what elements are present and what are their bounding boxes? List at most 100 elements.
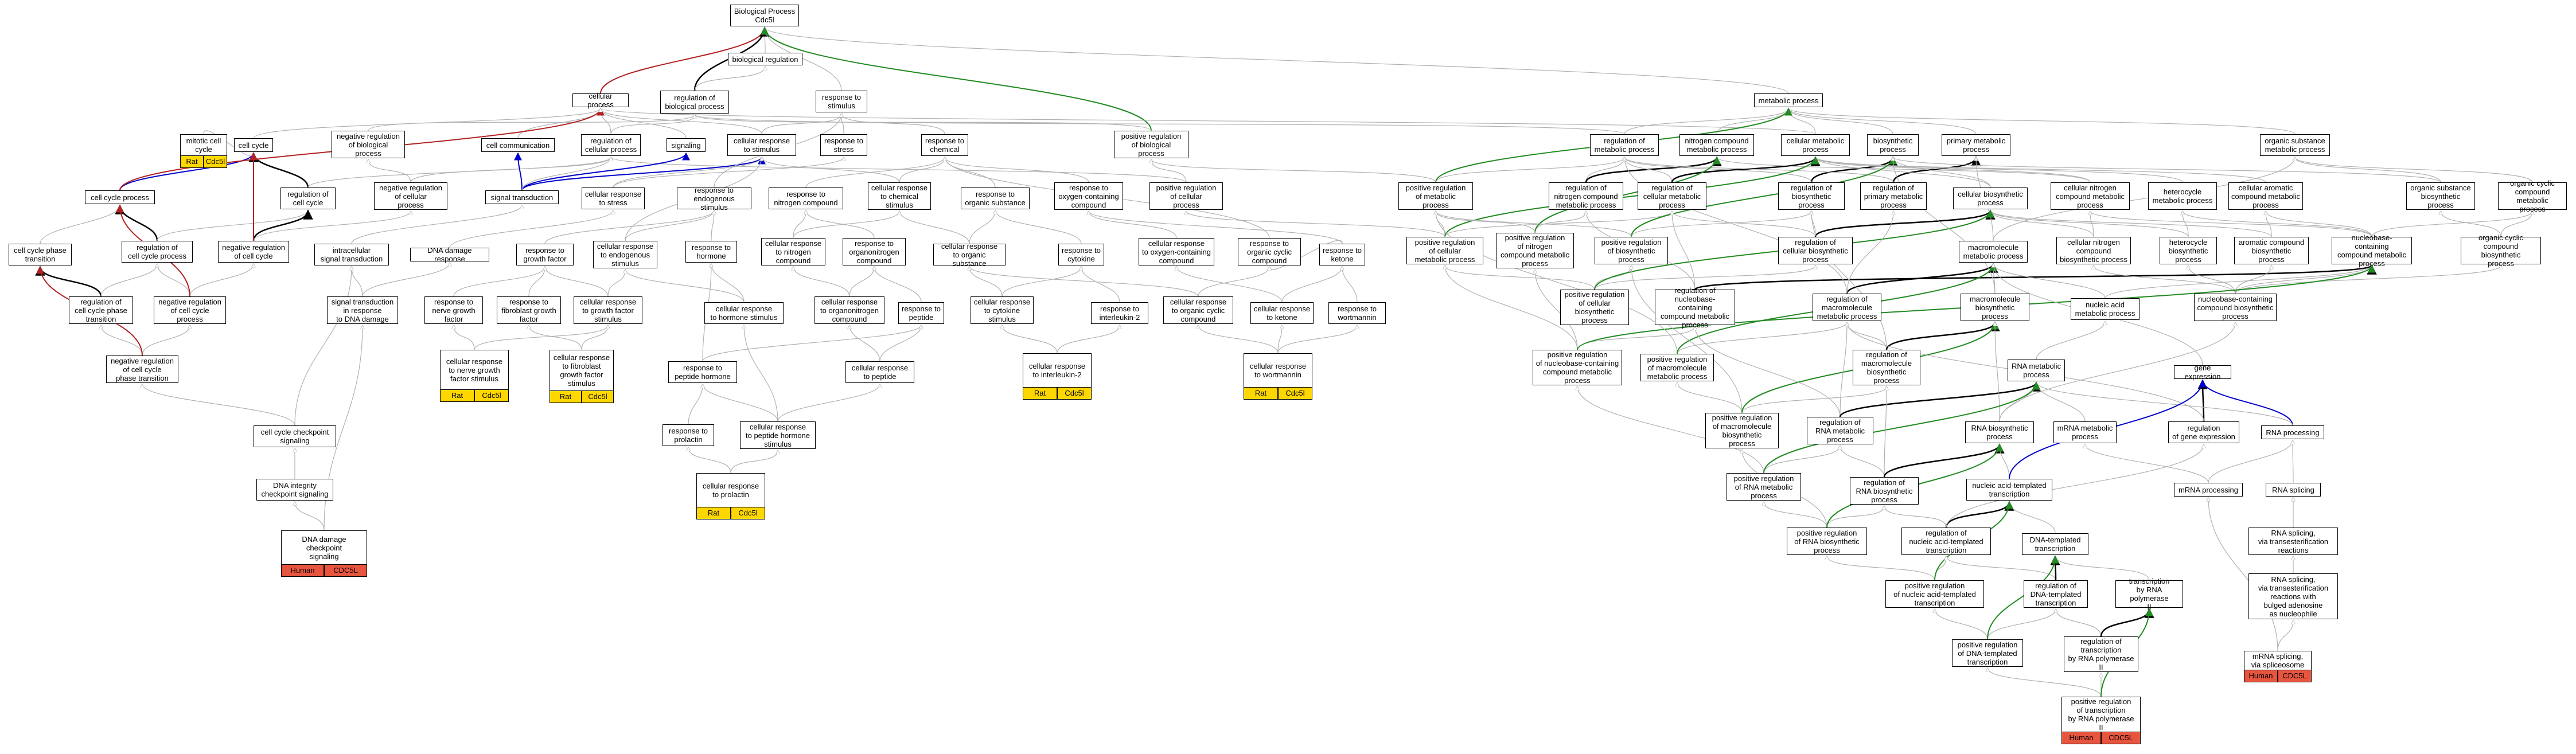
go-term-pos-reg-cellular-metabolic-process[interactable]: positive regulation of cellular metaboli… xyxy=(1406,237,1483,264)
go-term-cellular-response-to-cytokine-stimulus[interactable]: cellular response to cytokine stimulus xyxy=(971,296,1034,324)
go-term-cellular-metabolic-process[interactable]: cellular metabolic process xyxy=(1781,134,1850,156)
go-term-reg-cellular-process[interactable]: regulation of cellular process xyxy=(581,134,641,156)
go-term-cell-cycle[interactable]: cell cycle xyxy=(234,138,273,152)
go-term-pos-reg-dna-templated-transcription[interactable]: positive regulation of DNA-templated tra… xyxy=(1952,639,2023,667)
go-term-response-to-fibroblast-growth-factor[interactable]: response to fibroblast growth factor xyxy=(497,296,561,324)
go-term-reg-biosynthetic-process[interactable]: regulation of biosynthetic process xyxy=(1778,182,1845,210)
go-term-organic-cyclic-compound-biosynthetic-process[interactable]: organic cyclic compound biosynthetic pro… xyxy=(2461,233,2541,268)
go-term-cell-cycle-process[interactable]: cell cycle process xyxy=(85,190,155,204)
go-term-response-to-ketone[interactable]: response to ketone xyxy=(1319,244,1365,265)
go-term-mrna-metabolic-process[interactable]: mRNA metabolic process xyxy=(2053,421,2117,443)
go-term-reg-cellular-metabolic-process[interactable]: regulation of cellular metabolic process xyxy=(1638,182,1706,210)
go-term-cell-communication[interactable]: cell communication xyxy=(481,138,555,152)
go-term-cellular-response-to-peptide-hormone-stimulus[interactable]: cellular response to peptide hormone sti… xyxy=(740,421,816,449)
go-term-reg-cell-cycle[interactable]: regulation of cell cycle xyxy=(280,187,336,209)
go-term-reg-metabolic-process[interactable]: regulation of metabolic process xyxy=(1590,134,1659,156)
go-term-cellular-response-to-fibroblast-growth-factor-stimulus[interactable]: cellular response to fibroblast growth f… xyxy=(550,350,614,391)
go-term-pos-reg-cellular-process[interactable]: positive regulation of cellular process xyxy=(1149,182,1223,210)
go-term-cellular-response-to-wortmannin[interactable]: cellular response to wortmannin xyxy=(1244,353,1312,388)
go-term-pos-reg-nucleobase-containing-compound-metabolic-process[interactable]: positive regulation of nucleobase-contai… xyxy=(1533,350,1622,385)
go-term-response-to-interleukin-2[interactable]: response to interleukin-2 xyxy=(1091,302,1148,324)
go-term-pos-reg-biological-process[interactable]: positive regulation of biological proces… xyxy=(1114,131,1188,158)
go-term-reg-macromolecule-biosynthetic-process[interactable]: regulation of macromolecule biosynthetic… xyxy=(1853,350,1920,385)
go-term-response-to-organic-substance[interactable]: response to organic substance xyxy=(961,187,1030,209)
go-term-cellular-response-to-growth-factor-stimulus[interactable]: cellular response to growth factor stimu… xyxy=(574,296,642,324)
go-term-reg-gene-expression[interactable]: regulation of gene expression xyxy=(2168,421,2239,443)
go-term-pos-reg-rna-biosynthetic-process[interactable]: positive regulation of RNA biosynthetic … xyxy=(1787,528,1867,555)
go-term-neg-reg-cellular-process[interactable]: negative regulation of cellular process xyxy=(374,182,447,210)
go-term-reg-nitrogen-compound-metabolic-process[interactable]: regulation of nitrogen compound metaboli… xyxy=(1549,182,1623,210)
go-term-signaling[interactable]: signaling xyxy=(667,138,706,152)
go-term-cellular-response-to-organic-cyclic-compound[interactable]: cellular response to organic cyclic comp… xyxy=(1163,296,1233,324)
go-term-primary-metabolic-process[interactable]: primary metabolic process xyxy=(1942,134,2010,156)
go-term-heterocycle-biosynthetic-process[interactable]: heterocycle biosynthetic process xyxy=(2160,237,2217,264)
go-term-response-to-wortmannin[interactable]: response to wortmannin xyxy=(1328,302,1386,324)
go-term-macromolecule-biosynthetic-process[interactable]: macromolecule biosynthetic process xyxy=(1961,294,2029,321)
go-term-cellular-response-to-organonitrogen-compound[interactable]: cellular response to organonitrogen comp… xyxy=(815,296,884,324)
go-term-cellular-response-to-ketone[interactable]: cellular response to ketone xyxy=(1250,302,1314,324)
go-term-reg-cell-cycle-process[interactable]: regulation of cell cycle process xyxy=(122,241,193,263)
go-term-pos-reg-transcription-by-rna-polymerase-ii[interactable]: positive regulation of transcription by … xyxy=(2061,697,2141,732)
go-term-organic-substance-biosynthetic-process[interactable]: organic substance biosynthetic process xyxy=(2406,182,2475,210)
go-term-response-to-stimulus[interactable]: response to stimulus xyxy=(816,91,867,112)
go-term-transcription-by-rna-polymerase-ii[interactable]: transcription by RNA polymerase II xyxy=(2115,577,2183,611)
go-term-rna-splicing-bulged-adenosine[interactable]: RNA splicing, via transesterification re… xyxy=(2248,573,2338,619)
go-term-neg-reg-biological-process[interactable]: negative regulation of biological proces… xyxy=(332,131,405,158)
go-term-cell-cycle-phase-transition[interactable]: cell cycle phase transition xyxy=(9,244,72,265)
go-term-organic-cyclic-compound-metabolic-process[interactable]: organic cyclic compound metabolic proces… xyxy=(2498,179,2567,213)
go-term-reg-rna-biosynthetic-process[interactable]: regulation of RNA biosynthetic process xyxy=(1850,477,1919,505)
go-term-organic-substance-metabolic-process[interactable]: organic substance metabolic process xyxy=(2260,134,2330,156)
go-term-dna-damage-response[interactable]: DNA damage response xyxy=(410,246,489,263)
go-term-dna-damage-checkpoint-signaling[interactable]: DNA damage checkpoint signaling xyxy=(281,530,367,565)
go-term-pos-reg-macromolecule-metabolic-process[interactable]: positive regulation of macromolecule met… xyxy=(1640,354,1714,381)
go-term-pos-reg-metabolic-process[interactable]: positive regulation of metabolic process xyxy=(1398,182,1473,210)
go-term-cell-cycle-checkpoint-signaling[interactable]: cell cycle checkpoint signaling xyxy=(254,425,336,447)
go-term-response-to-nerve-growth-factor[interactable]: response to nerve growth factor xyxy=(424,296,483,324)
go-term-mrna-processing[interactable]: mRNA processing xyxy=(2174,483,2243,497)
go-term-cellular-response-to-nerve-growth-factor-stimulus[interactable]: cellular response to nerve growth factor… xyxy=(440,350,509,390)
go-term-rna-splicing[interactable]: RNA splicing xyxy=(2266,483,2321,497)
go-term-cellular-response-to-prolactin[interactable]: cellular response to prolactin xyxy=(696,473,765,507)
go-term-pos-reg-biosynthetic-process[interactable]: positive regulation of biosynthetic proc… xyxy=(1595,237,1668,264)
go-term-cellular-response-to-stimulus[interactable]: cellular response to stimulus xyxy=(727,134,796,156)
go-term-cellular-response-to-oxygen-containing-compound[interactable]: cellular response to oxygen-containing c… xyxy=(1139,238,1214,265)
go-term-response-to-organic-cyclic-compound[interactable]: response to organic cyclic compound xyxy=(1238,238,1301,265)
go-term-gene-expression[interactable]: gene expression xyxy=(2174,364,2231,381)
go-term-aromatic-compound-biosynthetic-process[interactable]: aromatic compound biosynthetic process xyxy=(2234,237,2309,264)
go-term-reg-cell-cycle-phase-transition[interactable]: regulation of cell cycle phase transitio… xyxy=(69,296,133,324)
go-term-macromolecule-metabolic-process[interactable]: macromolecule metabolic process xyxy=(1959,241,2028,263)
go-term-cellular-response-to-stress[interactable]: cellular response to stress xyxy=(582,187,645,209)
go-term-cellular-response-to-peptide[interactable]: cellular response to peptide xyxy=(845,361,914,383)
go-term-signal-transduction-in-response-to-dna-damage[interactable]: signal transduction in response to DNA d… xyxy=(327,296,398,324)
go-term-neg-reg-cell-cycle-phase-transition[interactable]: negative regulation of cell cycle phase … xyxy=(106,355,178,383)
go-term-nucleobase-containing-compound-biosynthetic-process[interactable]: nucleobase-containing compound biosynthe… xyxy=(2194,294,2277,321)
go-term-heterocycle-metabolic-process[interactable]: heterocycle metabolic process xyxy=(2148,182,2217,210)
go-term-neg-reg-cell-cycle[interactable]: negative regulation of cell cycle xyxy=(218,241,289,263)
go-term-rna-metabolic-process[interactable]: RNA metabolic process xyxy=(2008,360,2065,381)
go-term-reg-cellular-biosynthetic-process[interactable]: regulation of cellular biosynthetic proc… xyxy=(1778,237,1853,264)
go-term-cellular-response-to-interleukin-2[interactable]: cellular response to interleukin-2 xyxy=(1023,353,1092,388)
go-term-response-to-peptide-hormone[interactable]: response to peptide hormone xyxy=(668,361,737,383)
go-term-dna-templated-transcription[interactable]: DNA-templated transcription xyxy=(2022,533,2088,555)
go-term-pos-reg-macromolecule-biosynthetic-process[interactable]: positive regulation of macromolecule bio… xyxy=(1705,413,1779,448)
go-term-mrna-splicing-via-spliceosome[interactable]: mRNA splicing, via spliceosome xyxy=(2244,651,2312,670)
go-term-pos-reg-nitrogen-compound-metabolic-process[interactable]: positive regulation of nitrogen compound… xyxy=(1496,233,1574,268)
go-term-response-to-growth-factor[interactable]: response to growth factor xyxy=(516,244,574,265)
go-term-response-to-prolactin[interactable]: response to prolactin xyxy=(662,424,714,446)
go-term-cellular-biosynthetic-process[interactable]: cellular biosynthetic process xyxy=(1953,187,2028,209)
go-term-response-to-organonitrogen-compound[interactable]: response to organonitrogen compound xyxy=(843,238,906,265)
go-term-mitotic-cell-cycle[interactable]: mitotic cell cycle xyxy=(180,134,227,156)
go-term-reg-rna-metabolic-process[interactable]: regulation of RNA metabolic process xyxy=(1807,417,1873,444)
go-term-pos-reg-cellular-biosynthetic-process[interactable]: positive regulation of cellular biosynth… xyxy=(1560,290,1629,325)
go-term-cellular-response-to-nitrogen-compound[interactable]: cellular response to nitrogen compound xyxy=(761,238,825,265)
go-term-cellular-response-to-endogenous-stimulus[interactable]: cellular response to endogenous stimulus xyxy=(593,241,657,268)
go-term-cellular-nitrogen-compound-metabolic-process[interactable]: cellular nitrogen compound metabolic pro… xyxy=(2051,182,2130,210)
go-term-pos-reg-rna-metabolic-process[interactable]: positive regulation of RNA metabolic pro… xyxy=(1727,473,1801,501)
go-term-reg-biological-process[interactable]: regulation of biological process xyxy=(660,91,729,114)
go-term-nucleic-acid-templated-transcription[interactable]: nucleic acid-templated transcription xyxy=(1966,479,2052,501)
go-term-nitrogen-compound-metabolic-process[interactable]: nitrogen compound metabolic process xyxy=(1679,134,1754,156)
go-term-dna-integrity-checkpoint-signaling[interactable]: DNA integrity checkpoint signaling xyxy=(256,479,333,501)
go-term-rna-processing[interactable]: RNA processing xyxy=(2261,425,2324,439)
go-term-reg-primary-metabolic-process[interactable]: regulation of primary metabolic process xyxy=(1860,182,1927,210)
go-term-reg-nucleobase-containing-compound-metabolic-process[interactable]: regulation of nucleobase-containing comp… xyxy=(1655,286,1735,329)
